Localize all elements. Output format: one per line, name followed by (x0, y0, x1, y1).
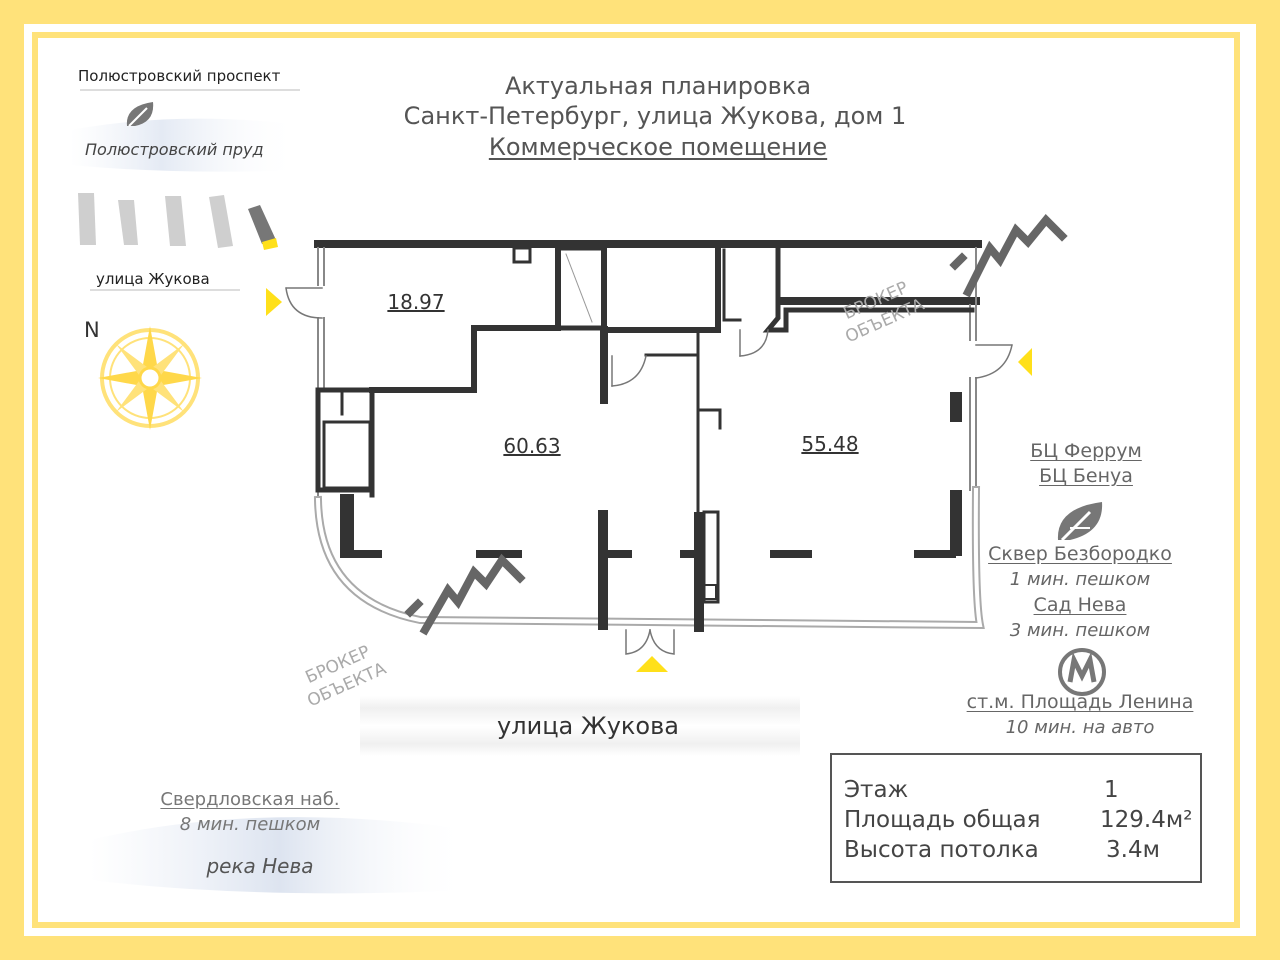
entrance-arrow-left-icon (266, 288, 282, 316)
entrance-arrow-bottom-icon (636, 656, 668, 672)
street-top-label: улица Жукова (96, 270, 210, 288)
river-label: река Нева (206, 854, 314, 878)
entrance-arrow-right-icon (1018, 348, 1032, 376)
park2-label: Сад Нева (1033, 594, 1127, 616)
height-label: Высота потолка (844, 837, 1039, 863)
floor-label: Этаж (844, 777, 909, 803)
room-area-2: 60.63 (503, 434, 561, 458)
pond-label: Полюстровский пруд (85, 140, 264, 159)
info-box: Этаж 1 Площадь общая 129.4м² Высота пото… (830, 753, 1202, 883)
street-bottom-label: улица Жукова (497, 712, 679, 740)
area-value: 129.4м² (1100, 807, 1193, 833)
prospect-label: Полюстровский проспект (78, 67, 281, 85)
embankment-time: 8 мин. пешком (179, 814, 321, 835)
metro-label: ст.м. Площадь Ленина (966, 691, 1194, 713)
header-title: Актуальная планировка (504, 72, 812, 100)
pond-shape (70, 118, 300, 172)
building-strips-icon (78, 193, 278, 250)
park1-label: Сквер Безбородко (988, 543, 1172, 565)
inner-frame (32, 32, 1240, 928)
area-label: Площадь общая (844, 807, 1041, 833)
embankment-label: Свердловская наб. (160, 789, 340, 810)
header-address: Санкт-Петербург, улица Жукова, дом 1 (403, 102, 907, 130)
park1-time: 1 мин. пешком (1009, 569, 1151, 590)
river-shape (90, 817, 470, 894)
leaf-right-icon (1057, 502, 1103, 542)
header-type: Коммерческое помещение (488, 133, 828, 161)
bc-benua-label: БЦ Бенуа (1039, 465, 1133, 487)
floor-value: 1 (1104, 777, 1119, 803)
room-area-3: 55.48 (801, 432, 859, 456)
bc-ferrum-label: БЦ Феррум (1030, 440, 1142, 462)
street-band (360, 696, 800, 756)
metro-time: 10 мин. на авто (1005, 717, 1155, 738)
height-value: 3.4м (1106, 837, 1160, 863)
park2-time: 3 мин. пешком (1009, 620, 1151, 641)
floor-plan (285, 240, 1013, 655)
metro-icon (1058, 648, 1106, 696)
leaf-icon (126, 102, 154, 127)
broker-logo-icon (404, 214, 1068, 636)
north-label: N (84, 318, 100, 342)
room-area-1: 18.97 (387, 290, 445, 314)
compass-rose-icon (98, 326, 202, 430)
